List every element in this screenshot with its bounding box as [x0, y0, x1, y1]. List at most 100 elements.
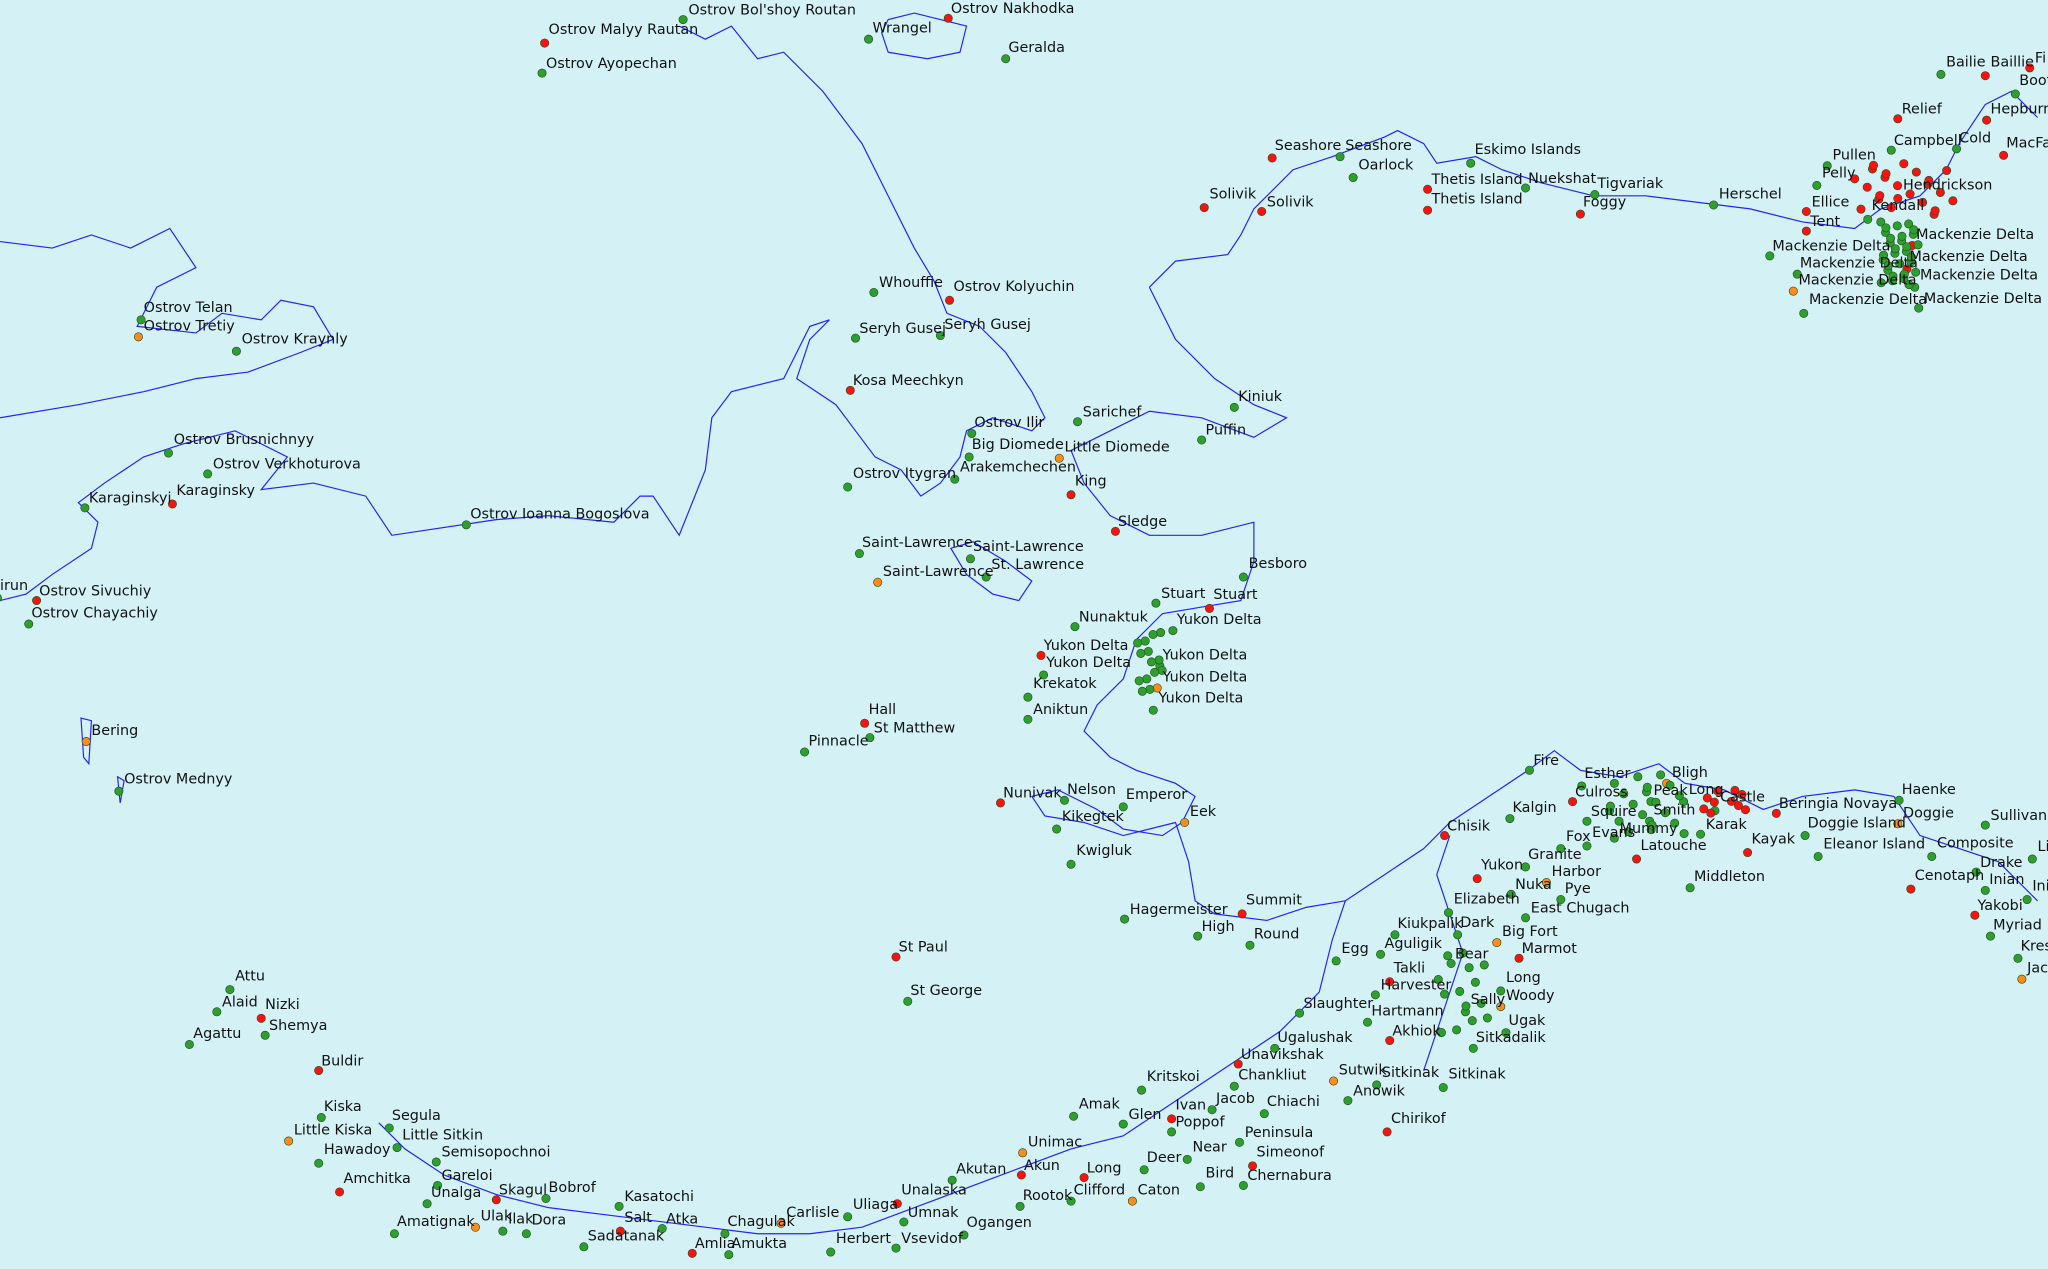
island-marker[interactable] — [1521, 913, 1531, 923]
island-marker[interactable] — [1492, 938, 1502, 948]
island-marker[interactable] — [1496, 986, 1506, 996]
island-marker[interactable] — [133, 332, 143, 342]
island-marker[interactable] — [1881, 169, 1891, 179]
island-marker[interactable] — [1018, 1148, 1028, 1158]
island-marker[interactable] — [1936, 69, 1946, 79]
island-marker[interactable] — [1146, 657, 1156, 667]
island-marker[interactable] — [1886, 203, 1896, 213]
island-marker[interactable] — [1479, 960, 1489, 970]
island-marker[interactable] — [1438, 1083, 1448, 1093]
island-marker[interactable] — [1118, 1119, 1128, 1129]
island-marker[interactable] — [1468, 1043, 1478, 1053]
island-marker[interactable] — [1452, 1025, 1462, 1035]
island-marker[interactable] — [1888, 271, 1898, 281]
island-marker[interactable] — [1906, 252, 1916, 262]
island-marker[interactable] — [163, 448, 173, 458]
island-marker[interactable] — [1999, 150, 2009, 160]
island-marker[interactable] — [1238, 1180, 1248, 1190]
island-marker[interactable] — [1850, 174, 1860, 184]
island-marker[interactable] — [1927, 851, 1937, 861]
island-marker[interactable] — [1073, 417, 1083, 427]
island-marker[interactable] — [1168, 626, 1178, 636]
island-marker[interactable] — [967, 428, 977, 438]
island-marker[interactable] — [2022, 895, 2032, 905]
island-marker[interactable] — [1733, 801, 1743, 811]
island-marker[interactable] — [335, 1187, 345, 1197]
island-marker[interactable] — [1023, 714, 1033, 724]
island-marker[interactable] — [1897, 231, 1907, 241]
island-marker[interactable] — [1699, 804, 1709, 814]
island-marker[interactable] — [422, 1199, 432, 1209]
island-marker[interactable] — [1505, 814, 1515, 824]
island-marker[interactable] — [854, 549, 864, 559]
island-marker[interactable] — [1193, 931, 1203, 941]
island-marker[interactable] — [1390, 930, 1400, 940]
island-marker[interactable] — [1656, 770, 1666, 780]
island-marker[interactable] — [1726, 796, 1736, 806]
island-marker[interactable] — [80, 503, 90, 513]
island-marker[interactable] — [1541, 878, 1551, 888]
island-marker[interactable] — [1893, 114, 1903, 124]
island-marker[interactable] — [1015, 1201, 1025, 1211]
island-marker[interactable] — [114, 786, 124, 796]
island-marker[interactable] — [1660, 808, 1670, 818]
island-marker[interactable] — [433, 1180, 443, 1190]
island-marker[interactable] — [1433, 975, 1443, 985]
island-marker[interactable] — [470, 1222, 480, 1232]
island-marker[interactable] — [1894, 795, 1904, 805]
island-marker[interactable] — [845, 385, 855, 395]
island-marker[interactable] — [136, 315, 146, 325]
island-marker[interactable] — [1609, 778, 1619, 788]
island-marker[interactable] — [2025, 63, 2035, 73]
island-marker[interactable] — [579, 1242, 589, 1252]
island-marker[interactable] — [0, 594, 2, 602]
island-marker[interactable] — [843, 482, 853, 492]
island-marker[interactable] — [1229, 402, 1239, 412]
island-marker[interactable] — [1070, 622, 1080, 632]
island-marker[interactable] — [2027, 854, 2037, 864]
island-marker[interactable] — [1893, 819, 1903, 829]
island-marker[interactable] — [1079, 1173, 1089, 1183]
island-marker[interactable] — [1245, 940, 1255, 950]
island-marker[interactable] — [1066, 490, 1076, 500]
island-marker[interactable] — [184, 1039, 194, 1049]
island-marker[interactable] — [1446, 958, 1456, 969]
island-marker[interactable] — [1110, 526, 1120, 536]
island-marker[interactable] — [1443, 908, 1453, 918]
island-marker[interactable] — [1134, 676, 1144, 686]
island-marker[interactable] — [1893, 193, 1903, 203]
island-marker[interactable] — [1257, 206, 1267, 217]
island-marker[interactable] — [498, 1226, 508, 1236]
island-marker[interactable] — [1886, 145, 1896, 155]
island-marker[interactable] — [1385, 977, 1395, 987]
island-marker[interactable] — [1167, 1114, 1177, 1124]
island-marker[interactable] — [776, 1218, 786, 1228]
island-marker[interactable] — [1133, 638, 1143, 648]
island-marker[interactable] — [899, 1217, 909, 1227]
island-marker[interactable] — [1647, 820, 1657, 830]
island-marker[interactable] — [1902, 242, 1912, 252]
island-marker[interactable] — [1142, 674, 1152, 684]
island-marker[interactable] — [1514, 953, 1524, 963]
island-marker[interactable] — [1466, 158, 1476, 168]
island-marker[interactable] — [1059, 795, 1069, 805]
island-marker[interactable] — [1651, 797, 1661, 807]
island-marker[interactable] — [947, 1175, 957, 1185]
island-marker[interactable] — [720, 1229, 730, 1239]
island-marker[interactable] — [1016, 1170, 1026, 1180]
island-marker[interactable] — [389, 1229, 399, 1239]
island-marker[interactable] — [231, 346, 241, 356]
island-marker[interactable] — [1568, 797, 1578, 807]
island-marker[interactable] — [614, 1201, 624, 1211]
island-marker[interactable] — [1904, 219, 1914, 229]
island-marker[interactable] — [1331, 956, 1341, 966]
island-marker[interactable] — [1952, 144, 1962, 154]
island-marker[interactable] — [981, 572, 991, 582]
island-marker[interactable] — [1199, 203, 1209, 213]
island-marker[interactable] — [1904, 280, 1914, 290]
island-marker[interactable] — [260, 1030, 270, 1040]
island-marker[interactable] — [1980, 820, 1990, 830]
island-marker[interactable] — [1521, 862, 1531, 872]
island-marker[interactable] — [1730, 785, 1740, 795]
island-marker[interactable] — [1496, 1002, 1506, 1012]
